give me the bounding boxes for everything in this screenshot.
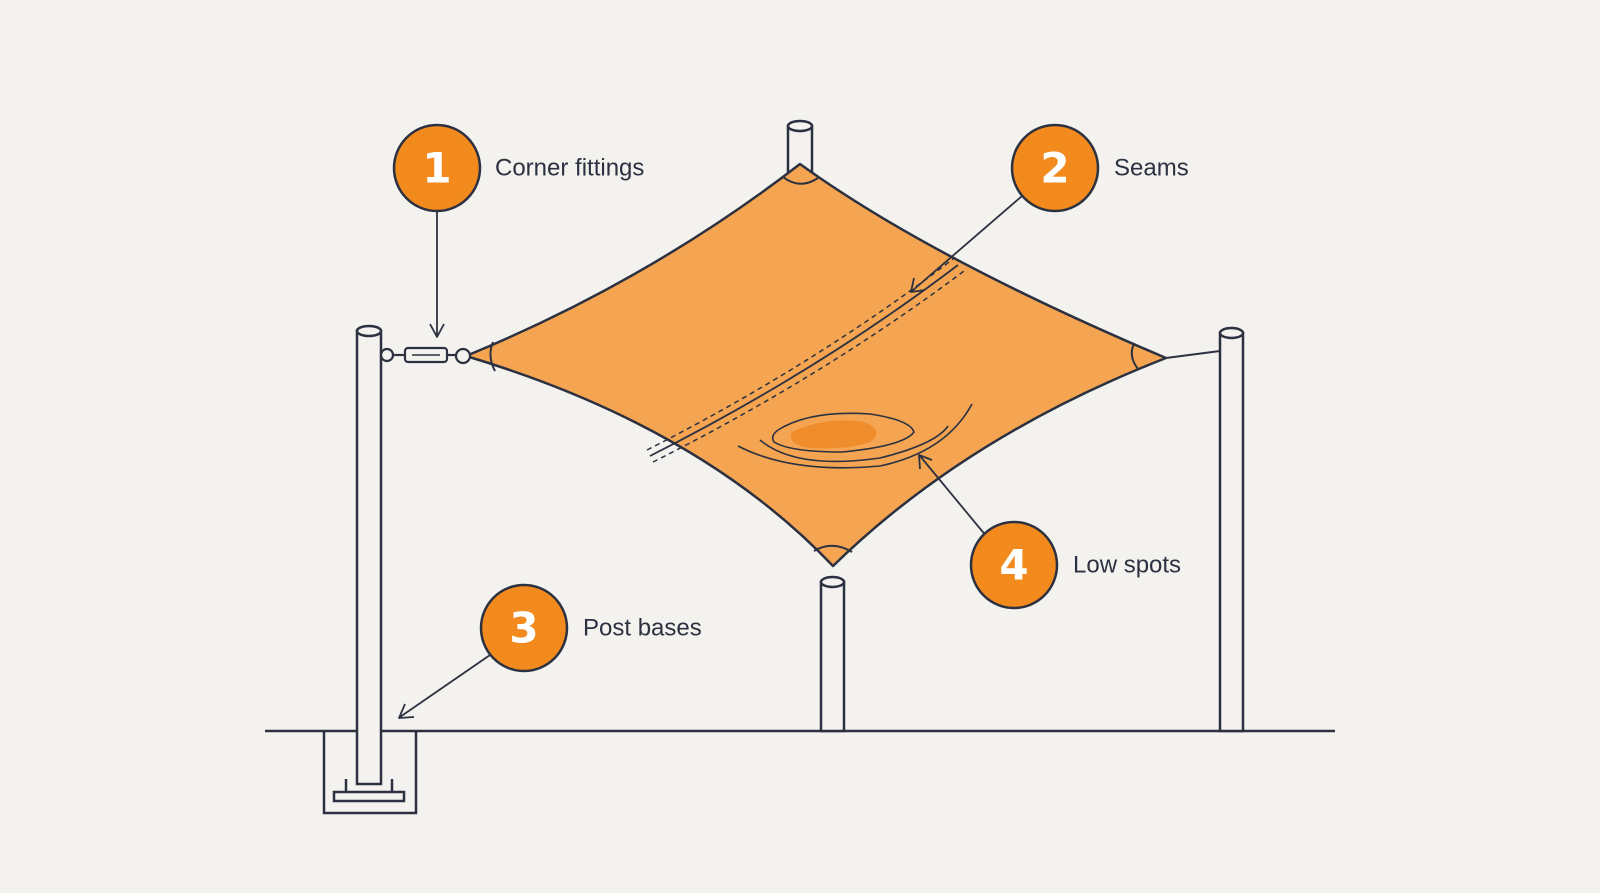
- sail-corner-patches: [489, 176, 1139, 553]
- callout-3-number: 3: [509, 604, 538, 653]
- callout-3: 3 Post bases: [479, 583, 702, 673]
- callout-2-label: Seams: [1114, 155, 1189, 182]
- callout-4-badge: [969, 520, 1059, 610]
- leader-line-3: [398, 654, 491, 719]
- sail-seam: [646, 258, 965, 463]
- post-footing: [322, 731, 418, 815]
- callout-4: 4 Low spots: [969, 520, 1181, 610]
- puddle-icon: [737, 403, 973, 469]
- callout-1: 1 Corner fittings: [392, 123, 644, 213]
- callout-3-badge: [479, 583, 569, 673]
- turnbuckle-icon: [379, 346, 472, 365]
- callout-1-badge: [392, 123, 482, 213]
- leader-line-4: [918, 454, 988, 538]
- callout-4-number: 4: [999, 541, 1028, 590]
- callout-3-label: Post bases: [583, 615, 702, 642]
- callout-2-badge: [1010, 123, 1100, 213]
- post-right: [1218, 326, 1245, 733]
- shade-sail: [464, 162, 1168, 568]
- post-front: [819, 575, 846, 733]
- callout-1-label: Corner fittings: [495, 155, 644, 182]
- callout-4-label: Low spots: [1073, 552, 1181, 579]
- callout-2: 2 Seams: [1010, 123, 1189, 213]
- callout-1-number: 1: [422, 144, 451, 193]
- leader-line-2: [910, 195, 1023, 293]
- right-corner-cable: [1165, 350, 1221, 359]
- post-left: [355, 324, 383, 786]
- leader-line-1: [429, 212, 445, 338]
- callout-2-number: 2: [1040, 144, 1069, 193]
